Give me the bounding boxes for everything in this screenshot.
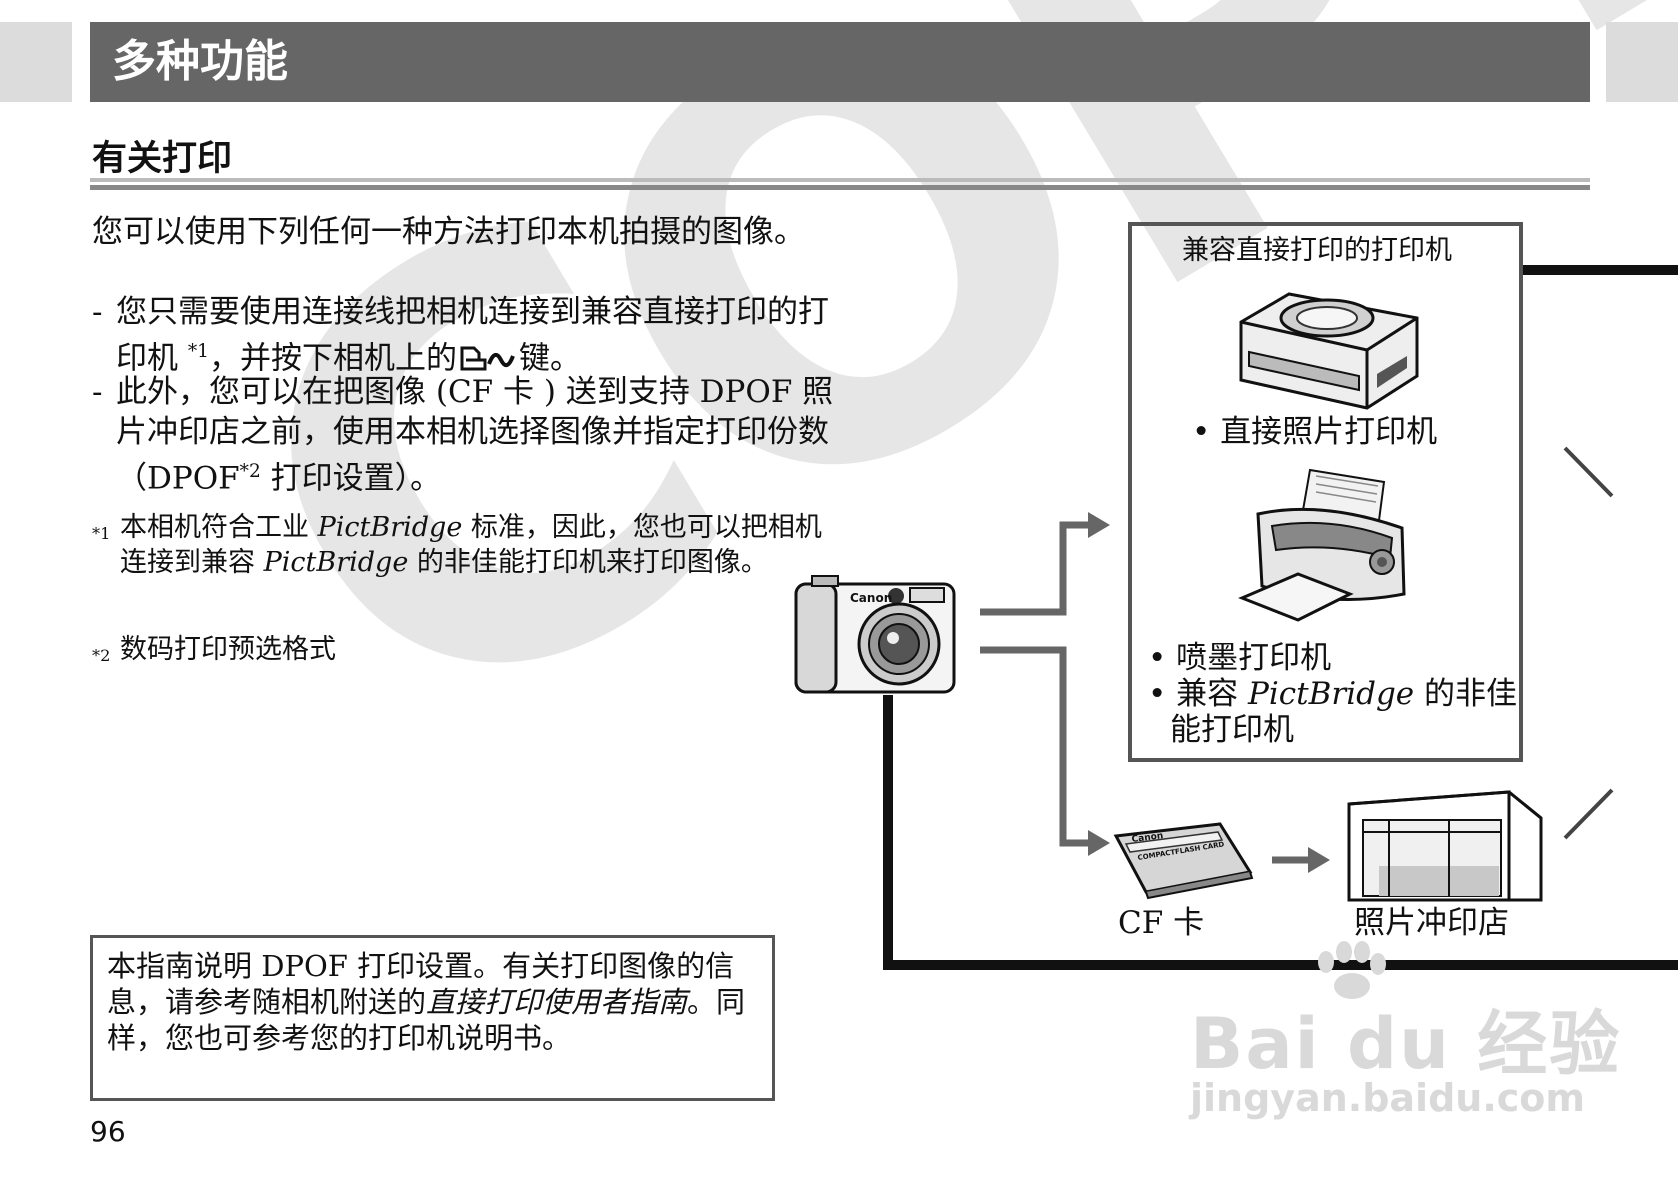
footnote-ref: *1 [187,341,209,362]
camera-illustration: Canon [794,575,956,694]
bullet-direct-print: - 您只需要使用连接线把相机连接到兼容直接打印的打印机 *1，并按下相机上的 键。 [92,292,837,382]
pictbridge-printer-label: • 兼容 PictBridge 的非佳 [1148,676,1517,713]
bullet-text: 此外，您可以在把图像 (CF 卡 ) 送到支持 DPOF 照片冲印店之前，使用本… [116,374,834,497]
bullet-text: 您只需要使用连接线把相机连接到兼容直接打印的打印机 [116,294,829,377]
right-side-tab [1606,22,1678,102]
footnote-mark: *2 [92,646,111,665]
baidu-watermark-brand: Bai du 经验 [1190,1003,1622,1085]
side-diagonal-top [1563,446,1614,498]
footnote-italic: PictBridge [317,512,463,543]
printer-box-title: 兼容直接打印的打印机 [1182,235,1452,266]
footnote-italic: PictBridge [263,547,409,578]
side-diagonal-bottom [1563,788,1614,840]
section-rule-light [90,178,1590,182]
paw-icon [1318,941,1386,999]
footnote-text: 的非佳能打印机来打印图像。 [408,547,768,578]
direct-print-printer-box: 兼容直接打印的打印机 • 直接照片打印机 • 喷墨打印机 • 兼容 PictBr… [1128,222,1523,762]
note-box: 本指南说明 DPOF 打印设置。有关打印图像的信息，请参考随相机附送的直接打印使… [90,935,775,1101]
print-share-icon [459,342,517,382]
pictbridge-label-text: 的非佳 [1414,676,1517,712]
pictbridge-printer-label-line2: 能打印机 [1170,712,1294,748]
note-text: 本指南说明 DPOF 打印设置。有关打印图像的信息，请参考随相机附送的 [107,949,735,1019]
gray-connector-to-cf [980,646,1090,847]
cf-card-illustration: Canon COMPACTFLASH CARD [1113,822,1254,900]
arrowhead-printers [1088,512,1110,538]
pictbridge-label-text: • 兼容 [1148,676,1248,712]
pictbridge-label-italic: PictBridge [1248,676,1415,712]
bullet-text: 打印设置）。 [260,460,442,497]
arrowhead-shop [1308,847,1330,873]
baidu-watermark-url: jingyan.baidu.com [1190,1076,1585,1120]
photo-printer-illustration [1239,292,1419,410]
footnote-text: 本相机符合工业 [120,512,318,543]
note-italic: 直接打印使用者指南 [426,985,688,1019]
photo-shop-label: 照片冲印店 [1354,905,1509,941]
section-title: 有关打印 [92,139,233,179]
bullet-text: ，并按下相机上的 [209,340,457,377]
intro-text: 您可以使用下列任何一种方法打印本机拍摄的图像。 [92,214,805,250]
photo-printer-label: • 直接照片打印机 [1192,414,1438,450]
photo-shop-illustration [1347,790,1543,902]
page-number: 96 [90,1115,126,1148]
note-text: 。同样，您也可参考您的打印机说明书。 [107,985,746,1055]
left-side-tab [0,22,72,102]
footnote-ref: *2 [239,461,261,482]
inkjet-printer-label: • 喷墨打印机 [1148,640,1332,676]
gray-connector-to-printers [980,521,1090,616]
bullet-dash: - [92,294,103,330]
bullet-dpof-shop: - 此外，您可以在把图像 (CF 卡 ) 送到支持 DPOF 照片冲印店之前，使… [92,372,837,498]
arrowhead-cf [1088,830,1110,856]
section-rule-dark [90,185,1590,190]
footnote-2: *2 数码打印预选格式 [92,632,592,667]
chapter-header: 多种功能 [90,22,1590,102]
footnote-1: *1 本相机符合工业 PictBridge 标准，因此，您也可以把相机连接到兼容… [92,510,827,580]
cf-card-brand: Canon [1131,831,1164,845]
black-connector-line [883,695,1678,970]
bullet-dash: - [92,374,103,410]
bullet-text: 键。 [519,340,581,377]
camera-brand: Canon [850,591,892,605]
inkjet-printer-illustration [1238,468,1406,622]
footnote-text: 标准，因此，您也可以把相机连接到兼容 [120,512,822,578]
cf-card-label: CF 卡 [1118,905,1205,941]
footnote-mark: *1 [92,524,111,543]
footnote-text: 数码打印预选格式 [120,634,336,665]
